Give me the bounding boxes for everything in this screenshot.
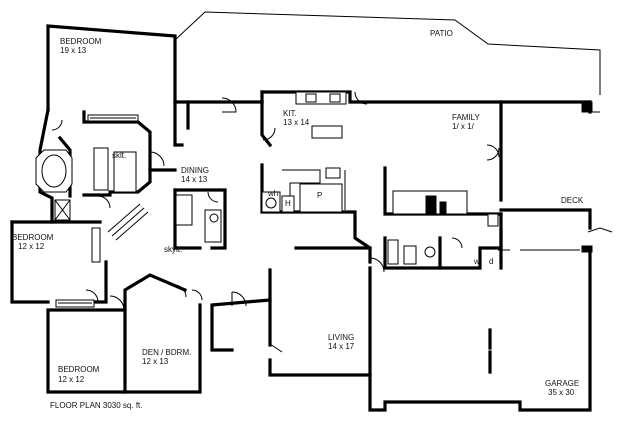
pantry-label: P [317, 191, 322, 200]
room-size-garage: 35 x 30 [548, 388, 575, 397]
room-name-south-bedroom: BEDROOM [58, 365, 100, 374]
skylight-bath-label: sklt. [112, 151, 126, 160]
room-size-kitchen: 13 x 14 [283, 118, 310, 127]
room-name-dining: DINING [181, 166, 209, 175]
room-name-kitchen: KIT. [283, 109, 297, 118]
closets [55, 114, 399, 308]
room-size-family: 1/ x 1/ [452, 122, 475, 131]
kitchen-fixtures [261, 91, 347, 213]
doors [51, 91, 613, 353]
room-name-patio: PATIO [430, 29, 453, 38]
room-size-west-bedroom: 12 x 12 [18, 242, 45, 251]
room-size-south-bedroom: 12 x 12 [58, 375, 85, 384]
room-name-master-bedroom: BEDROOM [60, 37, 102, 46]
room-name-den: DEN / BDRM. [142, 348, 191, 357]
room-name-garage: GARAGE [545, 379, 579, 388]
room-name-family: FAMILY [452, 113, 481, 122]
patio-outline [174, 11, 601, 102]
room-size-dining: 14 x 13 [181, 175, 208, 184]
bath-fixtures [35, 147, 436, 265]
garage-door-markers [488, 249, 580, 374]
dryer-label: d [489, 257, 493, 266]
room-name-west-bedroom: BEDROOM [12, 233, 54, 242]
washer-label: w [473, 257, 480, 266]
room-size-living: 14 x 17 [328, 342, 355, 351]
fireplace [392, 190, 499, 227]
hood-label: H [285, 199, 291, 208]
floor-plan-caption: FLOOR PLAN 3030 sq. ft. [50, 401, 142, 410]
skylight-hall-label: skylt. [164, 245, 182, 254]
room-labels: PATIO BEDROOM 19 x 13 KIT. 13 x 14 FAMIL… [12, 29, 584, 397]
interior-walls [57, 100, 503, 270]
room-size-den: 12 x 13 [142, 357, 169, 366]
room-name-deck: DECK [561, 196, 584, 205]
exterior-walls [10, 24, 592, 412]
water-heater-label: wh [267, 189, 278, 198]
room-size-master-bedroom: 19 x 13 [60, 46, 87, 55]
fixture-labels: sklt. skylt. P w d wh H [112, 151, 493, 266]
room-name-living: LIVING [328, 333, 354, 342]
